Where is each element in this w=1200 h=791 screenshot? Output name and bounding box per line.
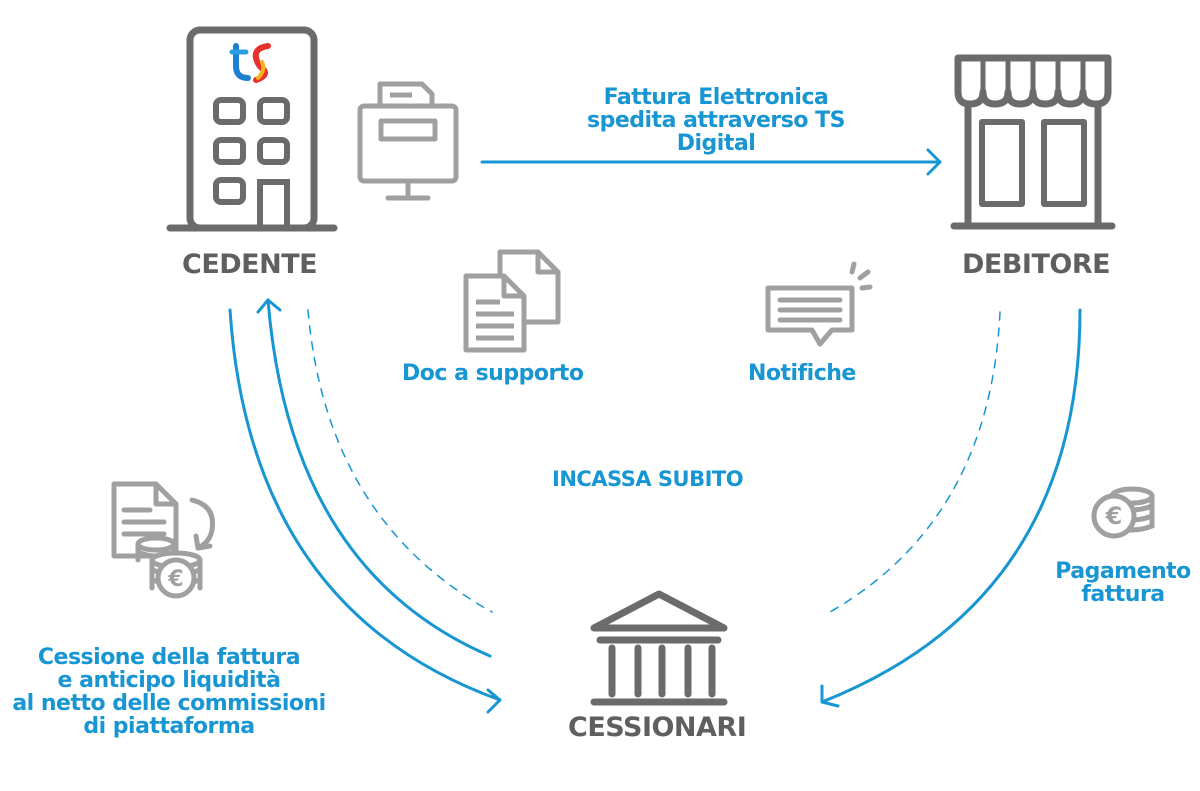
dashed-link-right xyxy=(829,311,1001,613)
svg-text:€: € xyxy=(1105,502,1123,530)
ts-logo-icon xyxy=(229,43,271,83)
incassa-subito-label: INCASSA SUBITO xyxy=(552,467,744,491)
svg-text:€: € xyxy=(167,567,183,592)
bank-building-icon xyxy=(590,590,728,706)
cedente-to-cessionari-arrow xyxy=(228,308,502,702)
flow-arrows xyxy=(228,298,1082,714)
debitore-label: DEBITORE xyxy=(962,249,1111,280)
cessionari-label: CESSIONARI xyxy=(568,712,747,743)
pagamento-fattura-label: Pagamento fattura xyxy=(1055,559,1191,608)
cessione-fattura-label: Cessione della fattura e anticipo liquid… xyxy=(12,645,326,740)
documents-icon xyxy=(463,249,561,353)
cessionari-to-cedente-arrow xyxy=(266,298,492,658)
invoice-transfer-icon: € xyxy=(111,481,216,599)
shop-storefront-icon xyxy=(950,54,1116,230)
arrow-head xyxy=(820,684,840,708)
e-invoice-printer-icon xyxy=(357,81,459,201)
doc-supporto-label: Doc a supporto xyxy=(402,361,584,386)
dashed-link-left xyxy=(307,309,493,613)
notification-message-icon xyxy=(765,261,873,347)
notifiche-label: Notifiche xyxy=(748,361,856,386)
arrow-head xyxy=(256,298,282,314)
debitore-to-cessionari-arrow xyxy=(820,308,1082,704)
office-building-icon xyxy=(166,26,338,232)
fattura-elettronica-label: Fattura Elettronica spedita attraverso T… xyxy=(587,85,845,157)
euro-coins-icon: € xyxy=(1091,486,1155,539)
arrow-head xyxy=(486,688,502,714)
invoice-flow-arrow xyxy=(480,148,942,176)
cedente-label: CEDENTE xyxy=(182,249,318,280)
